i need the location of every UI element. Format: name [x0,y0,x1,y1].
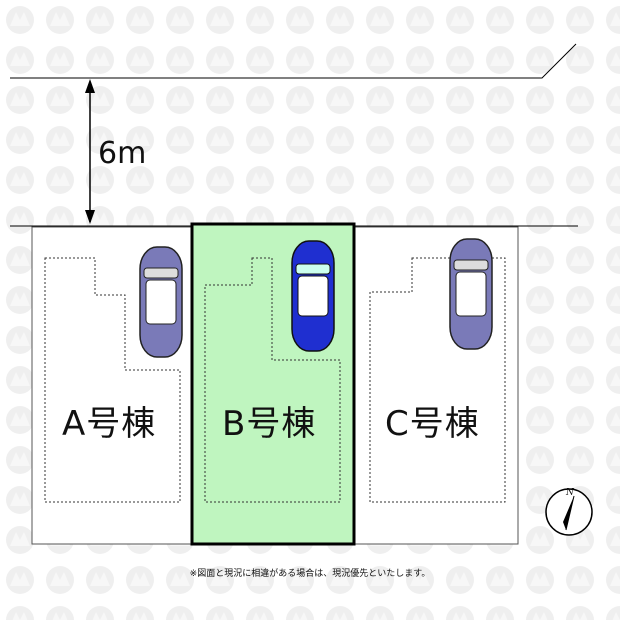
north-compass-icon [545,488,593,536]
lot-a-label: A号棟 [62,404,157,444]
lot-c-building-outline [369,257,506,503]
north-letter: N [566,488,574,498]
car-lot-a [139,246,183,358]
lot-b-building-outline [204,257,341,503]
road-edge-line [10,43,577,79]
lot-a-building-outline [44,257,181,503]
lot-c-label: C号棟 [385,404,480,444]
road-width-dimension-arrow [85,79,95,224]
lot-b-label: B号棟 [222,404,317,444]
road-width-label: 6m [98,136,147,171]
disclaimer-note: ※図面と現況に相違がある場合は、現況優先といたします。 [189,569,431,579]
car-lot-b [291,240,335,352]
car-lot-c [449,238,493,350]
